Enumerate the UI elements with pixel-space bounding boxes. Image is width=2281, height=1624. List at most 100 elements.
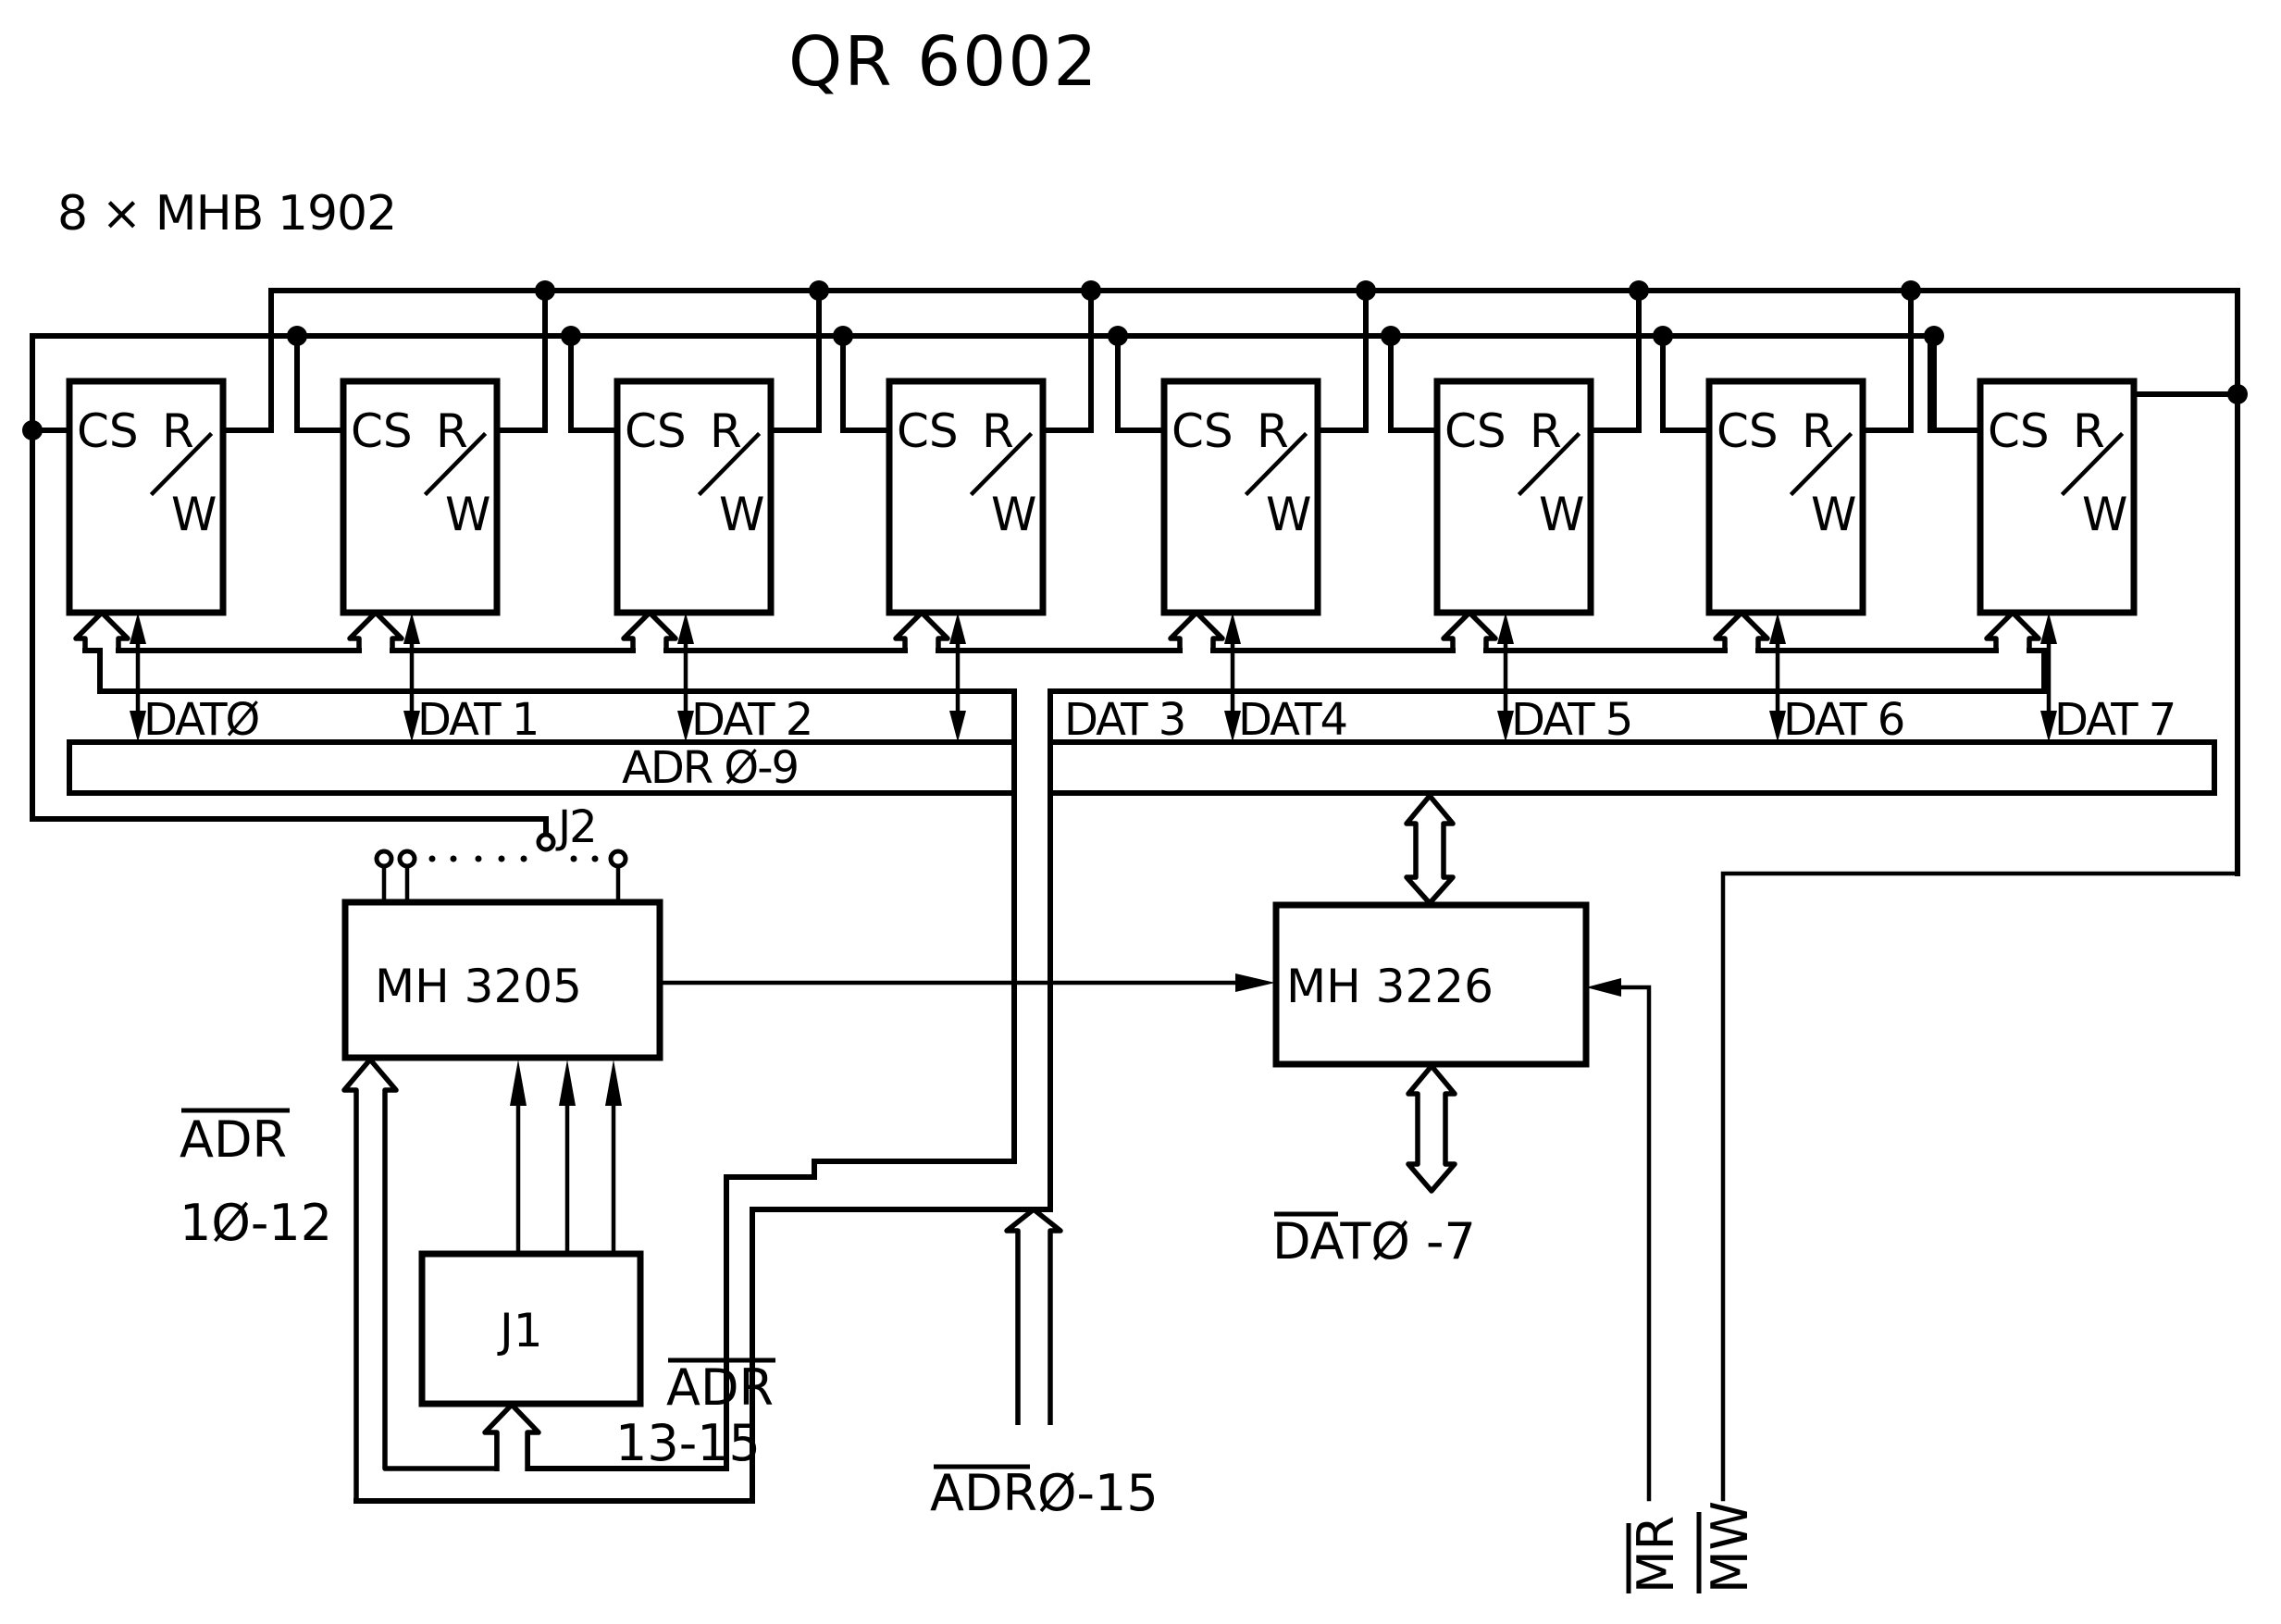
adr-10-12-bus (341, 1057, 500, 1501)
mr-label-group: MR (1626, 1516, 1685, 1593)
data-line-label: DAT 5 (1511, 694, 1631, 746)
r-wire (1040, 288, 1094, 433)
memory-chip-box[interactable] (1160, 378, 1321, 616)
diagram-title: QR 6002 (788, 22, 1099, 102)
adr-10-12-label-bottom: 1Ø-12 (180, 1194, 332, 1252)
junction-dot (1924, 326, 1944, 346)
cs-wire (1115, 333, 1167, 433)
data-line-label: DAT 1 (417, 694, 538, 746)
junction-dot (1081, 280, 1101, 301)
chip-pin-w: W (719, 488, 764, 541)
data-bus-right-top (1048, 688, 2043, 1212)
data-line-label: DATØ (143, 694, 259, 746)
r-wire (494, 288, 548, 433)
arrow-up-icon (2040, 613, 2057, 644)
arrow-down-icon (130, 711, 146, 742)
memory-chip-box[interactable] (66, 378, 227, 616)
arrow-down-icon (1769, 711, 1786, 742)
cs-wire (294, 333, 346, 433)
address-hollow-arrow-icon (347, 610, 404, 651)
arrow-down-icon (403, 711, 420, 742)
chip-pin-w: W (445, 488, 490, 541)
r-wire (220, 288, 274, 433)
jumper-j2: J2 (374, 801, 628, 905)
address-hollow-arrow-icon (1713, 610, 1770, 651)
cs-wire (1388, 333, 1440, 433)
chip-pin-cs: CS (625, 404, 687, 458)
chip-pin-w: W (1539, 488, 1584, 541)
chip-pin-cs: CS (1717, 404, 1779, 458)
rw-slash (423, 431, 488, 497)
memory-chip-box[interactable] (614, 378, 775, 616)
dat-0-7-label: DATØ -7 (1272, 1212, 1476, 1271)
address-hollow-arrow-icon (73, 610, 130, 651)
bus-area: ADR Ø-9 (67, 648, 2217, 1212)
arrow-up-icon (510, 1060, 527, 1106)
rw-slash (1517, 431, 1581, 497)
j2-contact[interactable] (397, 849, 417, 869)
double-arrow-top-icon (1404, 793, 1456, 906)
arrow-up-icon (605, 1060, 622, 1106)
j1-label: J1 (497, 1304, 543, 1357)
decoder-mh3205: MH 3205 (341, 899, 1275, 1257)
cs-wire (840, 333, 892, 433)
junction-dot (1356, 280, 1376, 301)
arrow-up-icon (403, 613, 420, 644)
chip-pin-w: W (171, 488, 217, 541)
chip-pin-r: R (2073, 404, 2105, 458)
chip-address-line (82, 648, 2047, 694)
driver-label: MH 3226 (1286, 960, 1494, 1013)
address-hollow-arrow-icon (621, 610, 678, 651)
adr-13-15-label-bottom: 13-15 (615, 1414, 761, 1472)
j2-contact[interactable] (374, 849, 394, 869)
adr-10-12-label-top: ADR (180, 1110, 287, 1169)
driver-box[interactable] (1272, 901, 1590, 1068)
memory-chip-box[interactable] (886, 378, 1047, 616)
cs-wire (1931, 333, 1983, 433)
j2-label: J2 (555, 801, 596, 853)
junction-dot (1108, 326, 1128, 346)
double-arrow-bottom-icon (1406, 1063, 1457, 1194)
chip-pin-cs: CS (1988, 404, 2050, 458)
chip-pin-w: W (2082, 488, 2127, 541)
rw-slash (697, 431, 762, 497)
chip-pin-cs: CS (1444, 404, 1506, 458)
adr-13-15-hollow-arrow-icon (482, 1402, 541, 1471)
cs-wire (1660, 333, 1712, 433)
j2-common-contact[interactable] (536, 832, 556, 852)
mr-label: MR (1627, 1516, 1685, 1593)
adr-13-15-label-top: ADR (666, 1358, 774, 1417)
j2-contact[interactable] (608, 849, 628, 869)
address-hollow-arrow-icon (1441, 610, 1498, 651)
memory-chip-box[interactable] (1433, 378, 1594, 616)
chip-pin-r: R (710, 404, 742, 458)
adr-bus-box-left (67, 739, 1017, 796)
j2-dotted-contacts (428, 855, 599, 862)
r-wire (1860, 288, 1914, 433)
chip-pin-cs: CS (351, 404, 413, 458)
junction-dot (809, 280, 829, 301)
chip-pin-w: W (991, 488, 1036, 541)
rw-slash (1244, 431, 1308, 497)
mw-label: MW (1701, 1501, 1759, 1593)
memory-chip-box[interactable] (1977, 378, 2138, 616)
address-hollow-arrow-icon (1168, 610, 1225, 651)
chip-pin-cs: CS (897, 404, 959, 458)
chip-pin-cs: CS (1171, 404, 1233, 458)
mw-wire (1720, 391, 2240, 1502)
arrow-down-icon (677, 711, 694, 742)
j1-box[interactable] (418, 1250, 644, 1407)
chip1-cs-return-wire (30, 428, 549, 836)
chip-pin-r: R (162, 404, 194, 458)
memory-chip-box[interactable] (340, 378, 501, 616)
decoder-box[interactable] (341, 899, 663, 1061)
junction-dot (1901, 280, 1921, 301)
memory-chip-box[interactable] (1705, 378, 1866, 616)
rw-slash (1789, 431, 1853, 497)
data-line-label: DAT4 (1238, 694, 1346, 746)
junction-dot (535, 280, 555, 301)
